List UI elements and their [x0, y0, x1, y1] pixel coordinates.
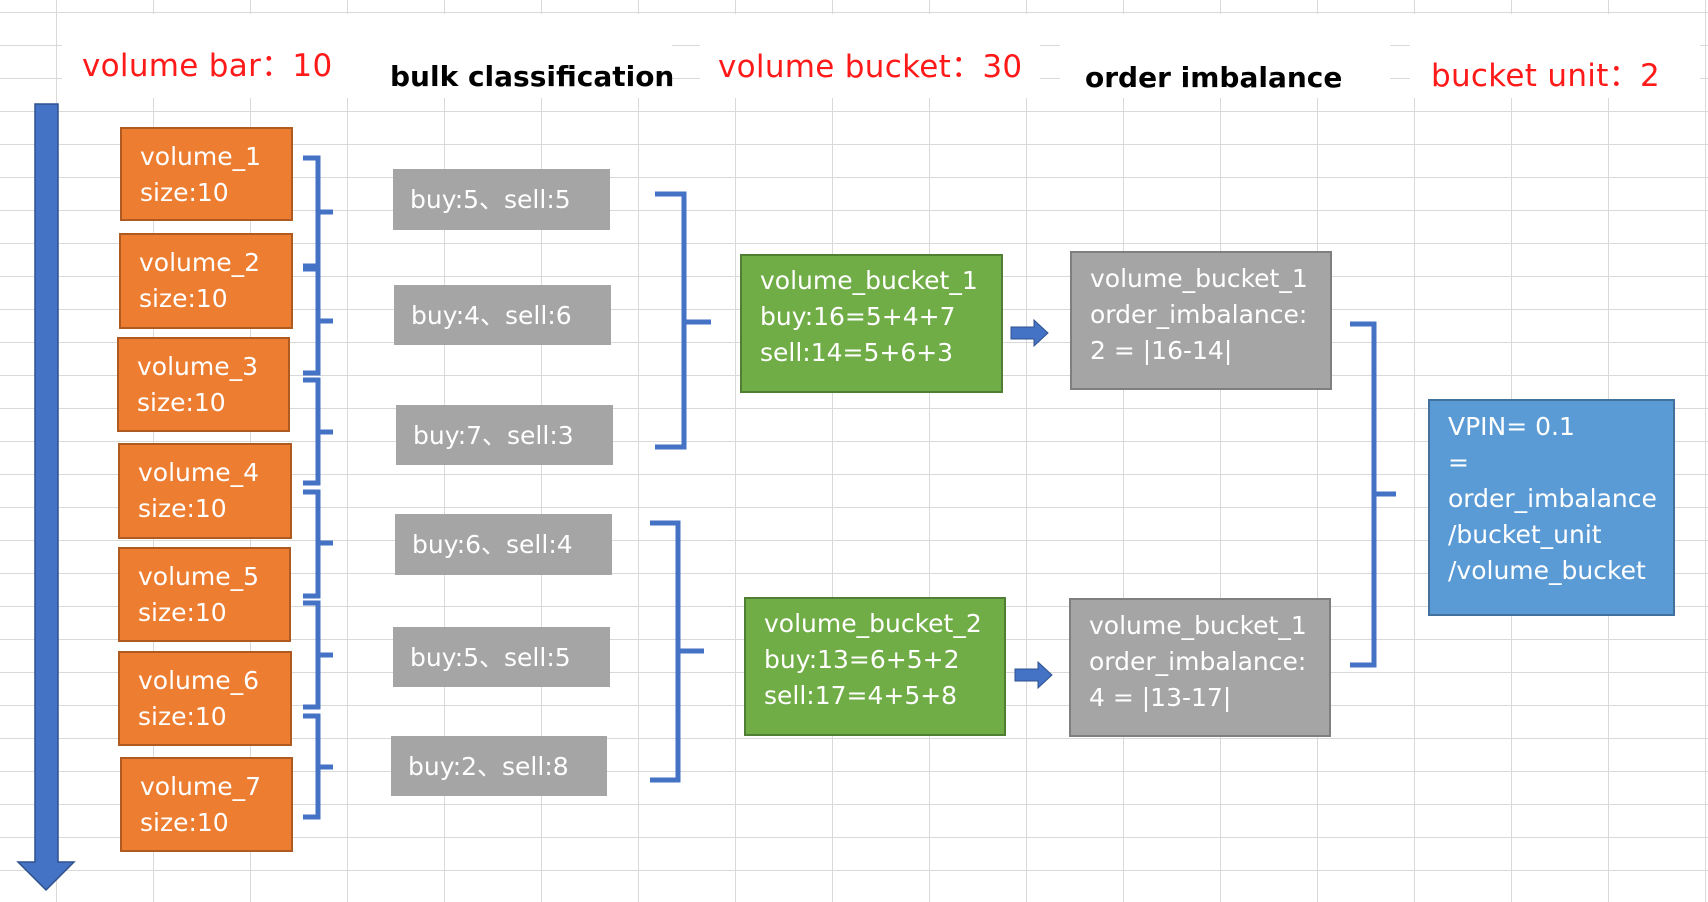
imbalance-label: order_imbalance:	[1090, 300, 1308, 329]
brace-icon	[303, 377, 333, 486]
classification-box: buy:5、sell:5	[393, 627, 610, 687]
volume-bar-size: size:10	[140, 808, 229, 837]
brace-icon	[650, 520, 704, 783]
vpin-formula-line: VPIN= 0.1	[1448, 412, 1575, 441]
bucket-sell: sell:14=5+6+3	[760, 338, 954, 367]
volume-bar-size: size:10	[138, 598, 227, 627]
classification-label: buy:6、sell:4	[412, 530, 573, 559]
bucket-name: volume_bucket_2	[764, 609, 982, 638]
brace-icon	[1350, 321, 1396, 668]
classification-box: buy:7、sell:3	[396, 405, 613, 465]
brace-icon	[655, 191, 711, 450]
imbalance-bucket-name: volume_bucket_1	[1089, 611, 1307, 640]
volume-bar-name: volume_7	[140, 772, 262, 801]
volume-bar-box: volume_5 size:10	[118, 547, 291, 642]
header-background	[700, 14, 1040, 98]
classification-box: buy:2、sell:8	[391, 736, 607, 796]
down-arrow-icon	[16, 103, 76, 892]
classification-label: buy:4、sell:6	[411, 301, 572, 330]
bucket-unit-header: bucket unit：2	[1431, 58, 1660, 94]
header-background	[1060, 14, 1390, 98]
volume-bar-box: volume_2 size:10	[119, 233, 293, 329]
classification-box: buy:5、sell:5	[393, 169, 610, 230]
volume-bar-size: size:10	[138, 702, 227, 731]
bucket-buy: buy:16=5+4+7	[760, 302, 956, 331]
imbalance-value: 4 = |13-17|	[1089, 683, 1232, 712]
volume-bar-size: size:10	[138, 494, 227, 523]
volume-bar-size: size:10	[139, 284, 228, 313]
volume-bar-size: size:10	[140, 178, 229, 207]
bucket-buy: buy:13=6+5+2	[764, 645, 960, 674]
vpin-formula-line: =	[1448, 448, 1469, 477]
vpin-formula-line: /bucket_unit	[1448, 520, 1602, 549]
volume-bar-name: volume_1	[140, 142, 262, 171]
header-background	[352, 14, 672, 98]
volume-bar-box: volume_4 size:10	[118, 443, 292, 539]
brace-icon	[303, 489, 333, 599]
volume-bucket-header: volume bucket：30	[718, 49, 1023, 85]
volume-bar-name: volume_5	[138, 562, 260, 591]
classification-box: buy:6、sell:4	[395, 514, 612, 575]
brace-icon	[303, 155, 333, 269]
imbalance-label: order_imbalance:	[1089, 647, 1307, 676]
classification-label: buy:5、sell:5	[410, 185, 571, 214]
right-arrow-icon	[1010, 318, 1049, 348]
classification-label: buy:2、sell:8	[408, 752, 569, 781]
volume-bar-box: volume_7 size:10	[120, 757, 293, 852]
volume-bar-name: volume_2	[139, 248, 261, 277]
header-background	[62, 14, 352, 98]
order-imbalance-box: volume_bucket_1 order_imbalance: 2 = |16…	[1070, 251, 1332, 390]
volume-bucket-box: volume_bucket_1 buy:16=5+4+7 sell:14=5+6…	[740, 254, 1003, 393]
imbalance-bucket-name: volume_bucket_1	[1090, 264, 1308, 293]
vpin-box: VPIN= 0.1 = order_imbalance /bucket_unit…	[1428, 399, 1675, 616]
volume-bar-box: volume_1 size:10	[120, 127, 293, 221]
volume-bar-size: size:10	[137, 388, 226, 417]
header-background	[1410, 14, 1700, 98]
volume-bar-name: volume_3	[137, 352, 259, 381]
bulk-classification-header: bulk classification	[390, 60, 675, 93]
classification-box: buy:4、sell:6	[394, 285, 611, 345]
right-arrow-icon	[1014, 660, 1053, 690]
vpin-formula-line: order_imbalance	[1448, 484, 1657, 513]
volume-bar-box: volume_3 size:10	[117, 337, 290, 432]
brace-icon	[303, 266, 333, 376]
classification-label: buy:5、sell:5	[410, 643, 571, 672]
order-imbalance-box: volume_bucket_1 order_imbalance: 4 = |13…	[1069, 598, 1331, 737]
volume-bar-box: volume_6 size:10	[118, 651, 292, 746]
volume-bar-header: volume bar：10	[82, 48, 333, 84]
volume-bar-name: volume_6	[138, 666, 260, 695]
brace-icon	[303, 600, 333, 710]
bucket-sell: sell:17=4+5+8	[764, 681, 958, 710]
volume-bucket-box: volume_bucket_2 buy:13=6+5+2 sell:17=4+5…	[744, 597, 1006, 736]
vpin-formula-line: /volume_bucket	[1448, 556, 1646, 585]
brace-icon	[303, 713, 333, 820]
imbalance-value: 2 = |16-14|	[1090, 336, 1233, 365]
classification-label: buy:7、sell:3	[413, 421, 574, 450]
volume-bar-name: volume_4	[138, 458, 260, 487]
bucket-name: volume_bucket_1	[760, 266, 978, 295]
order-imbalance-header: order imbalance	[1085, 61, 1343, 94]
